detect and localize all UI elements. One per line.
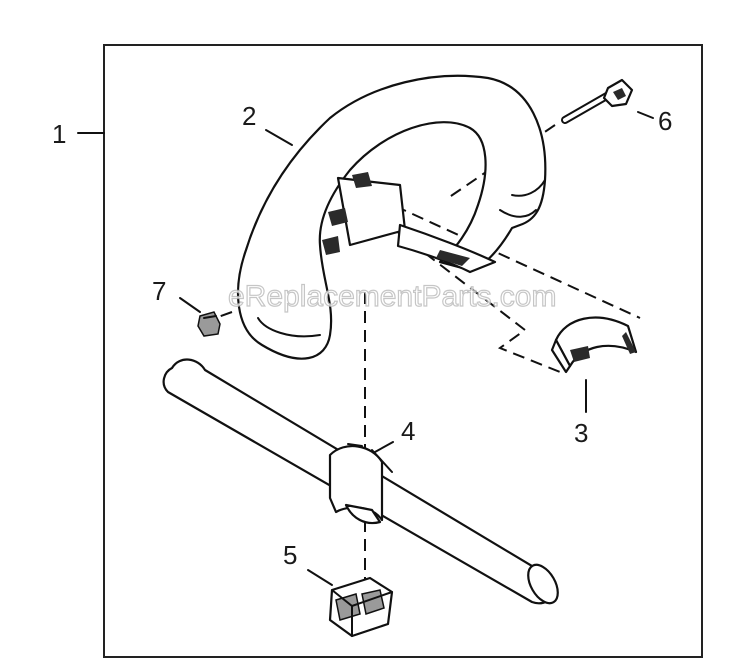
callout-7: 7 <box>152 276 166 306</box>
nut-part <box>197 311 221 337</box>
clamp-ring-part <box>328 443 393 525</box>
callout-6: 6 <box>658 106 672 136</box>
callout-1: 1 <box>52 119 66 149</box>
assembly-frame <box>103 44 703 658</box>
loop-handle-part <box>236 74 547 360</box>
callout-2: 2 <box>242 101 256 131</box>
callout-3: 3 <box>574 418 588 448</box>
callout-4: 4 <box>401 416 415 446</box>
bolt-part <box>561 78 634 124</box>
callout-5: 5 <box>283 540 297 570</box>
callout-leaders <box>77 111 654 586</box>
watermark-text: eReplacementParts.com <box>228 280 556 313</box>
half-clamp-part <box>550 316 638 374</box>
rubber-block-part <box>328 576 394 638</box>
